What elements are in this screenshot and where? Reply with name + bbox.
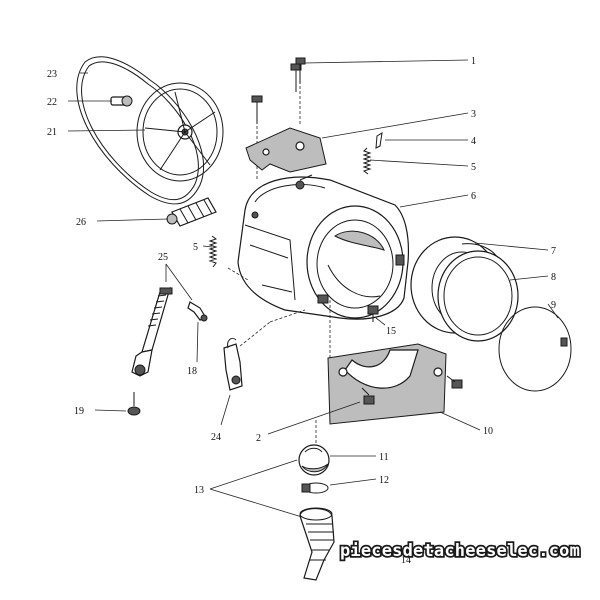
callout-11: 11: [379, 452, 389, 463]
callout-5-right: 5: [471, 162, 476, 173]
callout-21: 21: [47, 127, 57, 138]
callout-24: 24: [211, 432, 221, 443]
drain-hose: [299, 507, 335, 581]
screw-top-1: [290, 57, 306, 92]
callout-4: 4: [471, 136, 476, 147]
callout-15: 15: [386, 326, 396, 337]
drum-pulley: [136, 82, 224, 182]
callout-2: 2: [256, 433, 261, 444]
callout-25: 25: [158, 252, 168, 263]
hose-bellows: [166, 197, 217, 227]
callout-12: 12: [379, 475, 389, 486]
shock-pin: [187, 301, 208, 322]
gasket-clamp-ring: [437, 250, 519, 342]
drive-belt: [76, 56, 205, 205]
callout-6: 6: [471, 191, 476, 202]
counterweight: [327, 343, 447, 425]
pulley-bolt: [110, 95, 133, 107]
leader-lines: [67, 59, 559, 518]
callout-26: 26: [76, 217, 86, 228]
callout-7: 7: [551, 246, 556, 257]
callout-labels: 1 2 3 4 5 5 6 7 8 9 10 11 12 13 14 15 18…: [47, 56, 556, 566]
clip: [375, 132, 383, 149]
foot: [127, 392, 141, 416]
watermark: piecesdetacheeselec.com: [340, 541, 580, 561]
spring-right: [362, 147, 372, 175]
callout-13: 13: [194, 485, 204, 496]
tub-bracket: [245, 127, 327, 173]
wash-tub: [237, 174, 410, 320]
callout-1: 1: [471, 56, 476, 67]
shock-bolt: [367, 305, 379, 322]
shock-absorber: [131, 286, 173, 377]
counterweight-bolt-right: [446, 375, 463, 389]
callout-5-left: 5: [193, 242, 198, 253]
drain-ball: [298, 444, 330, 476]
callout-23: 23: [47, 69, 57, 80]
callout-8: 8: [551, 272, 556, 283]
callout-18: 18: [187, 366, 197, 377]
screw-left: [251, 95, 263, 124]
callout-22: 22: [47, 97, 57, 108]
counterweight-bolt: [361, 387, 375, 405]
callout-9: 9: [551, 300, 556, 311]
callout-10: 10: [483, 426, 493, 437]
spring-left: [208, 235, 218, 268]
callout-14: 14: [401, 555, 411, 566]
pressure-chamber: [223, 337, 243, 391]
wire-clamp: [498, 306, 572, 392]
callout-19: 19: [74, 406, 84, 417]
hose-clip: [301, 482, 329, 494]
callout-3: 3: [471, 109, 476, 120]
